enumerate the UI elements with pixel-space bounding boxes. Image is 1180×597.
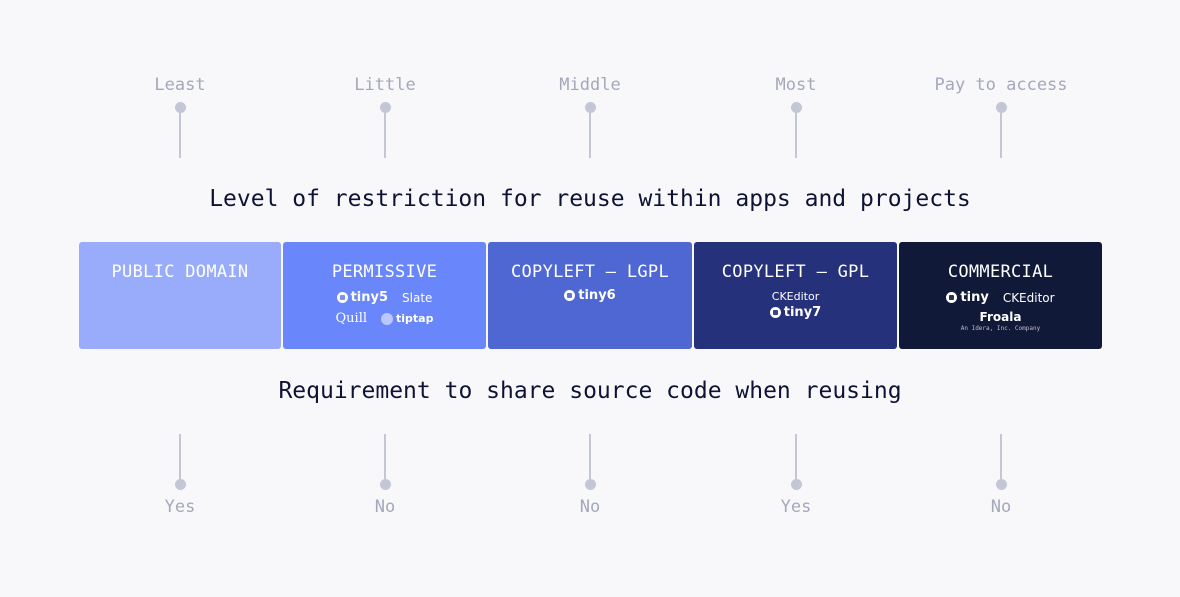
tiptap-icon bbox=[381, 312, 394, 325]
connector-line bbox=[179, 434, 181, 482]
connector-dot bbox=[995, 102, 1007, 113]
restriction-level-label-little: Little bbox=[354, 75, 416, 95]
connector-dot bbox=[174, 479, 186, 490]
connector-line bbox=[795, 110, 797, 158]
connector-dot bbox=[790, 479, 802, 490]
tiny-icon bbox=[769, 307, 781, 318]
category-title: COMMERCIAL bbox=[947, 262, 1054, 282]
connector-dot bbox=[995, 479, 1007, 490]
connector-dot bbox=[584, 102, 596, 113]
tiptap-logo: tiptap bbox=[381, 311, 433, 326]
category-copyleft-gpl: COPYLEFT — GPL CKEditor tiny7 bbox=[694, 242, 897, 349]
share-source-heading: Requirement to share source code when re… bbox=[278, 378, 902, 404]
connector-dot bbox=[379, 479, 391, 490]
share-requirement-public-domain: Yes bbox=[164, 497, 196, 517]
tiny-logo: tiny bbox=[946, 290, 989, 305]
restriction-heading: Level of restriction for reuse within ap… bbox=[209, 186, 971, 212]
connector-line bbox=[1000, 434, 1002, 482]
ckeditor-logo: CKEditor bbox=[771, 290, 820, 303]
share-requirement-gpl: Yes bbox=[780, 497, 812, 517]
connector-line bbox=[179, 110, 181, 158]
restriction-level-label-middle: Middle bbox=[559, 75, 621, 95]
category-title: COPYLEFT — LGPL bbox=[510, 262, 670, 282]
connector-dot bbox=[790, 102, 802, 113]
restriction-level-label-least: Least bbox=[154, 75, 206, 95]
froala-tagline: An Idera, Inc. Company bbox=[960, 325, 1041, 332]
connector-dot bbox=[174, 102, 186, 113]
tiny-icon bbox=[564, 290, 576, 301]
share-requirement-lgpl: No bbox=[579, 497, 601, 517]
slate-logo: Slate bbox=[402, 290, 433, 305]
restriction-level-label-most: Most bbox=[775, 75, 817, 95]
connector-line bbox=[795, 434, 797, 482]
category-commercial: COMMERCIAL tiny CKEditor Froala An Idera… bbox=[899, 242, 1102, 349]
restriction-level-label-pay: Pay to access bbox=[934, 75, 1068, 95]
category-public-domain: PUBLIC DOMAIN bbox=[79, 242, 281, 349]
connector-line bbox=[1000, 110, 1002, 158]
connector-dot bbox=[584, 479, 596, 490]
connector-line bbox=[589, 434, 591, 482]
connector-dot bbox=[379, 102, 391, 113]
tiny-icon bbox=[946, 292, 958, 303]
connector-line bbox=[589, 110, 591, 158]
ckeditor-logo: CKEditor bbox=[1002, 290, 1055, 305]
category-title: PERMISSIVE bbox=[331, 262, 438, 282]
tiny5-logo: tiny5 bbox=[336, 290, 388, 305]
category-title: COPYLEFT — GPL bbox=[721, 262, 870, 282]
tiny-icon bbox=[336, 292, 348, 303]
tiny6-logo: tiny6 bbox=[564, 288, 616, 303]
tiny7-logo: tiny7 bbox=[769, 305, 821, 320]
connector-line bbox=[384, 434, 386, 482]
quill-logo: Quill bbox=[335, 311, 368, 326]
category-copyleft-lgpl: COPYLEFT — LGPL tiny6 bbox=[488, 242, 692, 349]
froala-logo: Froala bbox=[979, 310, 1022, 324]
category-title: PUBLIC DOMAIN bbox=[111, 262, 249, 282]
share-requirement-commercial: No bbox=[990, 497, 1012, 517]
connector-line bbox=[384, 110, 386, 158]
category-permissive: PERMISSIVE tiny5 Slate Quill tiptap bbox=[283, 242, 486, 349]
share-requirement-permissive: No bbox=[374, 497, 396, 517]
